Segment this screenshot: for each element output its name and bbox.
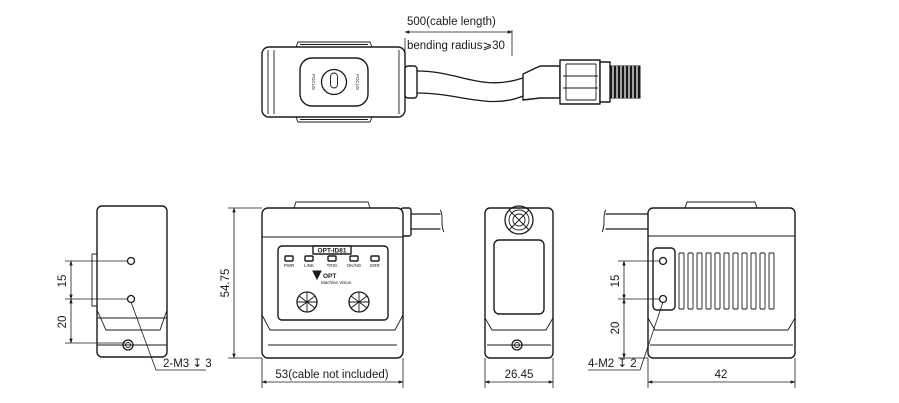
- indicator-pwr: PWR: [284, 263, 295, 268]
- brand-logo-icon: [312, 270, 322, 281]
- front-view: OPT-ID81 PWR LINK TRIG OK/NG ERR OPT Mac…: [220, 201, 445, 388]
- cable-length-label: 500(cable length): [407, 16, 496, 28]
- right-dim-20: 20: [610, 322, 622, 335]
- heat-fins: [678, 252, 775, 310]
- focus-window: [299, 57, 369, 107]
- brand-sub: Machine Vision: [321, 280, 352, 285]
- focus-knob[interactable]: [320, 68, 348, 96]
- focus-label-right: FOCUS: [355, 74, 360, 90]
- front-width-label: 53(cable not included): [275, 369, 388, 381]
- front-height-label: 54.75: [220, 269, 232, 298]
- left-dim-15: 15: [57, 275, 69, 288]
- model-label: OPT-ID81: [318, 248, 347, 255]
- right-dim-15: 15: [610, 275, 622, 288]
- left-hole-label: 2-M3 ↧ 3: [163, 358, 212, 370]
- side-view-right: 15 20 4-M2 ↧ 2 42: [588, 201, 796, 388]
- top-view: FOCUS FOCUS 500(cable length) bending ra…: [261, 16, 641, 123]
- right-width-label: 42: [715, 369, 728, 381]
- top-cable: [416, 70, 524, 84]
- left-dim-20: 20: [57, 316, 69, 329]
- side-left-body: [96, 205, 168, 358]
- indicator-link: LINK: [304, 263, 314, 268]
- indicator-trig: TRIG: [327, 263, 338, 268]
- focus-label-left: FOCUS: [311, 74, 316, 90]
- back-view: 26.45: [484, 205, 554, 388]
- back-connector: [504, 205, 534, 235]
- indicator-row: PWR LINK TRIG OK/NG ERR: [284, 255, 380, 268]
- lens-right: [348, 291, 370, 313]
- indicator-okng: OK/NG: [347, 263, 362, 268]
- indicator-err: ERR: [370, 263, 380, 268]
- back-width-label: 26.45: [505, 369, 534, 381]
- side-right-body: [647, 207, 796, 359]
- side-view-left: 15 20 2-M3 ↧ 3: [57, 205, 212, 371]
- lens-left: [296, 291, 318, 313]
- bend-radius-label: bending radius⩾30: [407, 40, 505, 52]
- cable-connector: [522, 59, 641, 105]
- right-hole-label: 4-M2 ↧ 2: [588, 358, 637, 370]
- brand-name: OPT: [323, 273, 336, 280]
